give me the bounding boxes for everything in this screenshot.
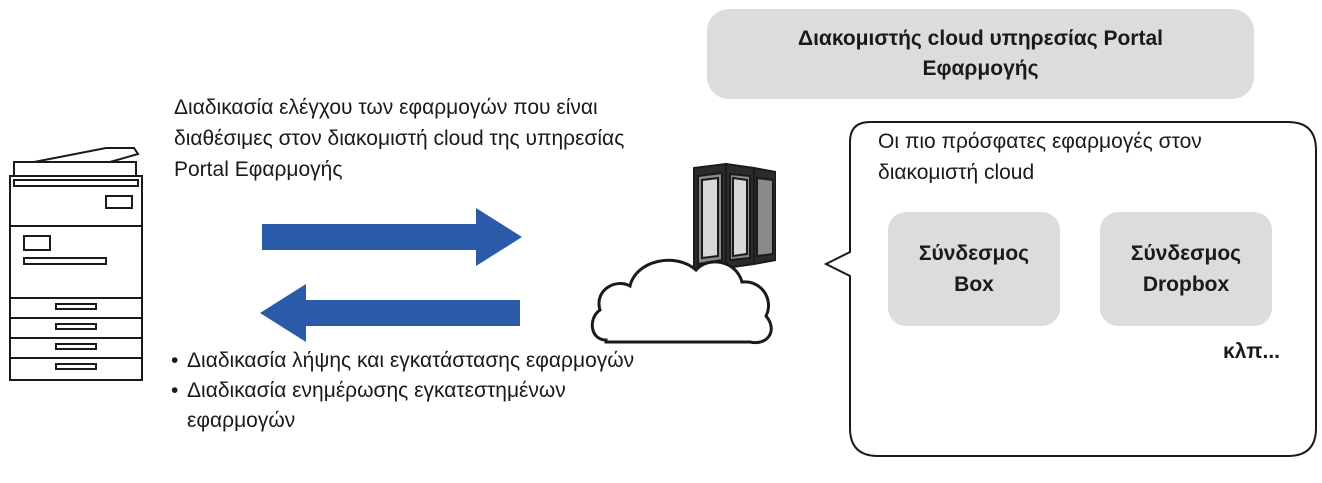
etc-label: κλπ...: [1223, 340, 1280, 363]
upload-arrow: [262, 208, 522, 266]
download-arrow: [260, 284, 520, 342]
download-update-list: Διαδικασία λήψης και εγκατάστασης εφαρμο…: [170, 346, 640, 436]
server-title-box: Διακομιστής cloud υπηρεσίας Portal Εφαρμ…: [707, 9, 1254, 99]
app-tile-box: Σύνδεσμος Box: [888, 212, 1060, 326]
bullet-update-installed: Διαδικασία ενημέρωσης εγκατεστημένων εφα…: [170, 376, 640, 436]
check-apps-description: Διαδικασία ελέγχου των εφαρμογών που είν…: [174, 96, 625, 181]
cloud-server-icon: [590, 162, 776, 345]
bullet-download-install: Διαδικασία λήψης και εγκατάστασης εφαρμο…: [170, 346, 640, 376]
app-tile-dropbox-label: Σύνδεσμος Dropbox: [1130, 242, 1242, 296]
callout-bubble: [823, 121, 1317, 457]
server-title: Διακομιστής cloud υπηρεσίας Portal Εφαρμ…: [798, 27, 1163, 80]
app-tile-box-label: Σύνδεσμος Box: [918, 242, 1030, 296]
printer-icon: [9, 147, 143, 381]
callout-title: Οι πιο πρόσφατες εφαρμογές στον διακομισ…: [878, 130, 1202, 184]
app-tile-dropbox: Σύνδεσμος Dropbox: [1100, 212, 1272, 326]
